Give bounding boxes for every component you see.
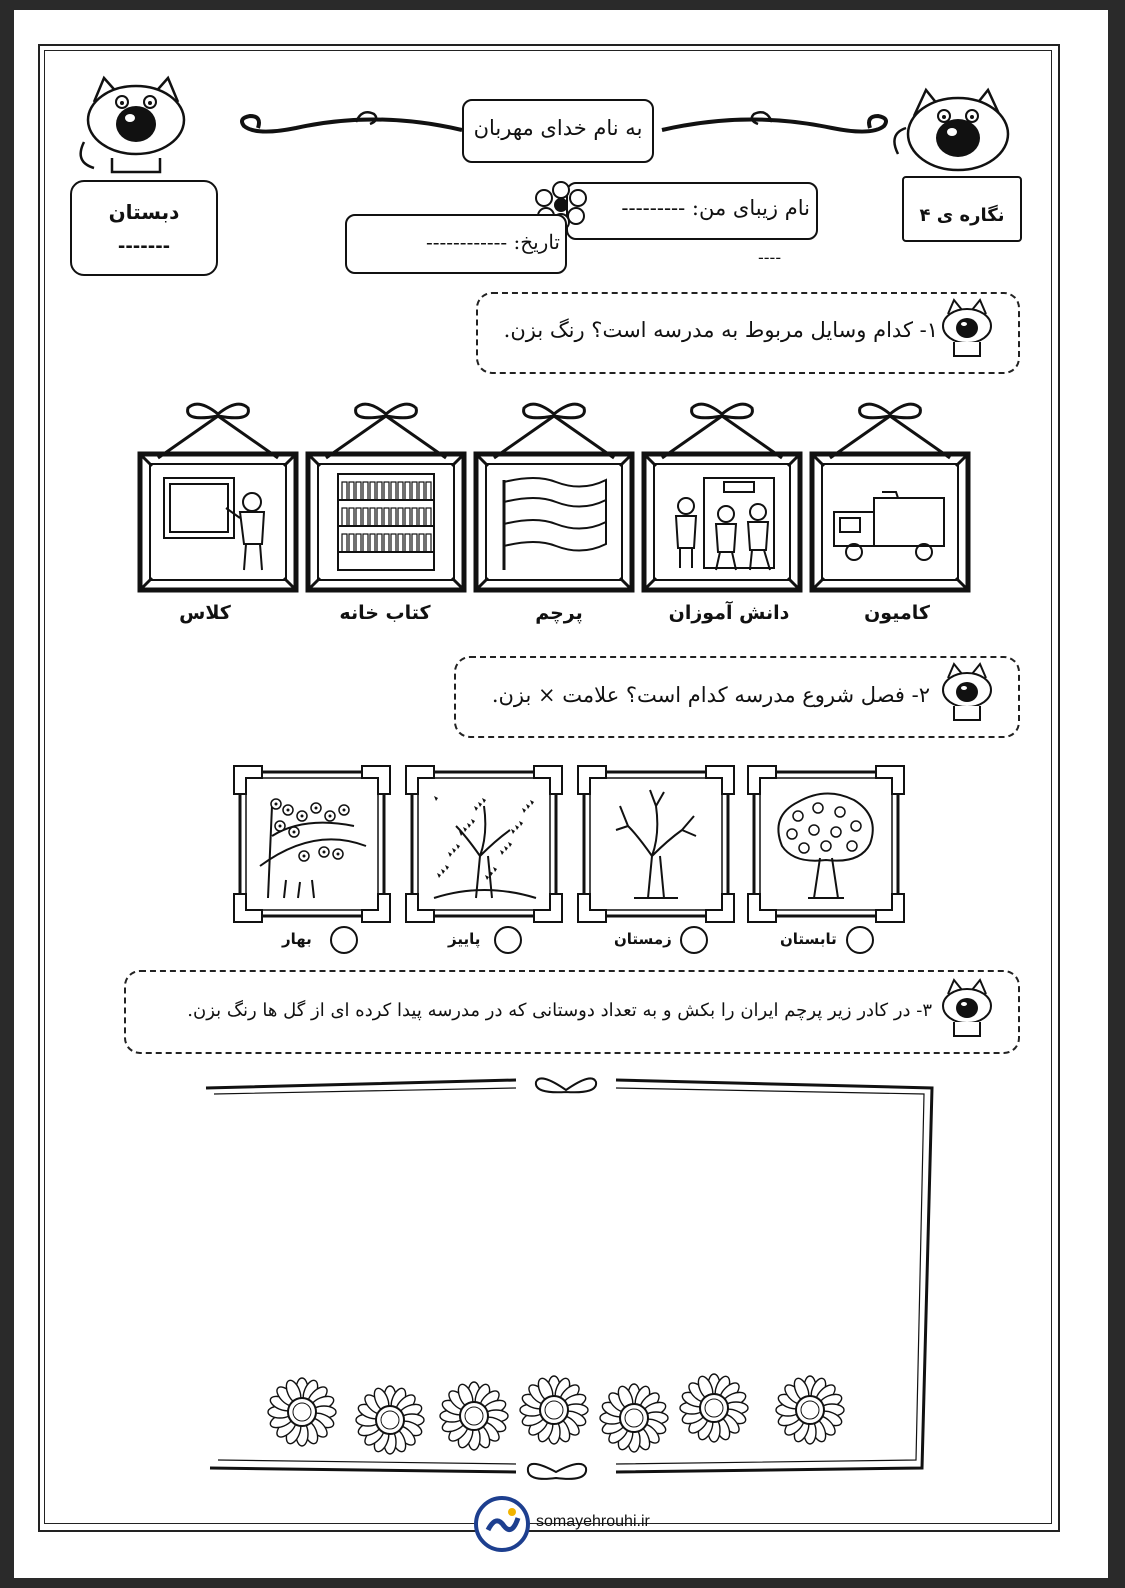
sunflower-icon[interactable] [518,1374,590,1446]
truck-icon [833,491,945,561]
title-ornament [240,111,888,134]
name-field[interactable]: نام زیبای من: --------- [621,196,810,220]
sunflower-icon[interactable] [266,1376,338,1448]
picture-frame-3[interactable] [473,400,635,596]
small-cat-icon [942,978,992,1037]
sunflower-icon[interactable] [354,1384,426,1456]
picture-caption-3: پرچم [535,602,583,624]
date-field[interactable]: تاریخ: ------------ [426,230,560,254]
season-frame-border [747,765,905,923]
question2-text: ۲- فصل شروع مدرسه کدام است؟ علامت × بزن. [491,683,930,707]
season-answer-circle-2[interactable] [680,926,708,954]
picture-frame-1[interactable] [809,400,971,596]
question1-box [476,292,1020,374]
picture-caption-4: کتاب خانه [339,602,431,624]
summer-tree-icon [777,792,874,899]
cat-right-icon [893,87,1010,172]
sunflower-icon[interactable] [438,1380,510,1452]
name-box [566,182,818,240]
season-answer-circle-4[interactable] [330,926,358,954]
school-label: دبستان [108,200,180,224]
site-logo-icon [474,1496,530,1552]
picture-caption-5: کلاس [179,602,231,624]
bow-icon [809,402,971,593]
autumn-tree-icon [433,796,537,899]
picture-caption-2: دانش آموزان [668,602,790,624]
picture-frame-2[interactable] [641,400,803,596]
school-box [70,180,218,276]
question1-text: ۱- کدام وسایل مربوط به مدرسه است؟ رنگ بز… [503,318,938,342]
page-border-inner [44,50,1052,1524]
name-blank-2[interactable]: ---- [758,248,782,267]
drawing-frame[interactable] [196,1068,944,1488]
title-box [462,99,654,163]
season-caption-4: بهار [282,930,312,948]
page-border-outer [38,44,1060,1532]
season-caption-2: زمستان [614,930,672,948]
students-icon [674,477,775,571]
season-caption-3: پاییز [448,930,481,948]
lesson-box [902,176,1022,242]
lesson-label: نگاره ی ۴ [919,205,1005,226]
spring-tree-icon [259,798,367,899]
date-box [345,214,567,274]
season-frame-2 [576,764,736,924]
season-caption-1: تابستان [780,930,837,948]
question3-box [124,970,1020,1054]
cat-left-icon [79,75,186,174]
school-blank[interactable]: ------- [117,236,171,257]
season-frame-1 [746,764,906,924]
page-title: به نام خدای مهربان [473,116,643,140]
season-answer-circle-1[interactable] [846,926,874,954]
flag-icon [502,477,607,570]
picture-caption-1: کامیون [864,602,930,624]
sunflower-icon[interactable] [678,1372,750,1444]
website-link[interactable]: somayehrouhi.ir [536,1513,650,1530]
question3-text: ۳- در کادر زیر پرچم ایران را بکش و به تع… [187,1000,932,1021]
sunflower-icon[interactable] [774,1374,846,1446]
bookshelf-icon [337,473,435,571]
sunflower-icon[interactable] [598,1382,670,1454]
small-cat-icon [942,298,992,357]
season-answer-circle-3[interactable] [494,926,522,954]
small-cat-icon [942,662,992,721]
picture-frame-5[interactable] [137,400,299,596]
season-frame-4 [232,764,392,924]
teacher-board-icon [163,477,266,571]
winter-tree-icon [615,789,697,899]
picture-frame-4[interactable] [305,400,467,596]
season-frame-3 [404,764,564,924]
question2-box [454,656,1020,738]
